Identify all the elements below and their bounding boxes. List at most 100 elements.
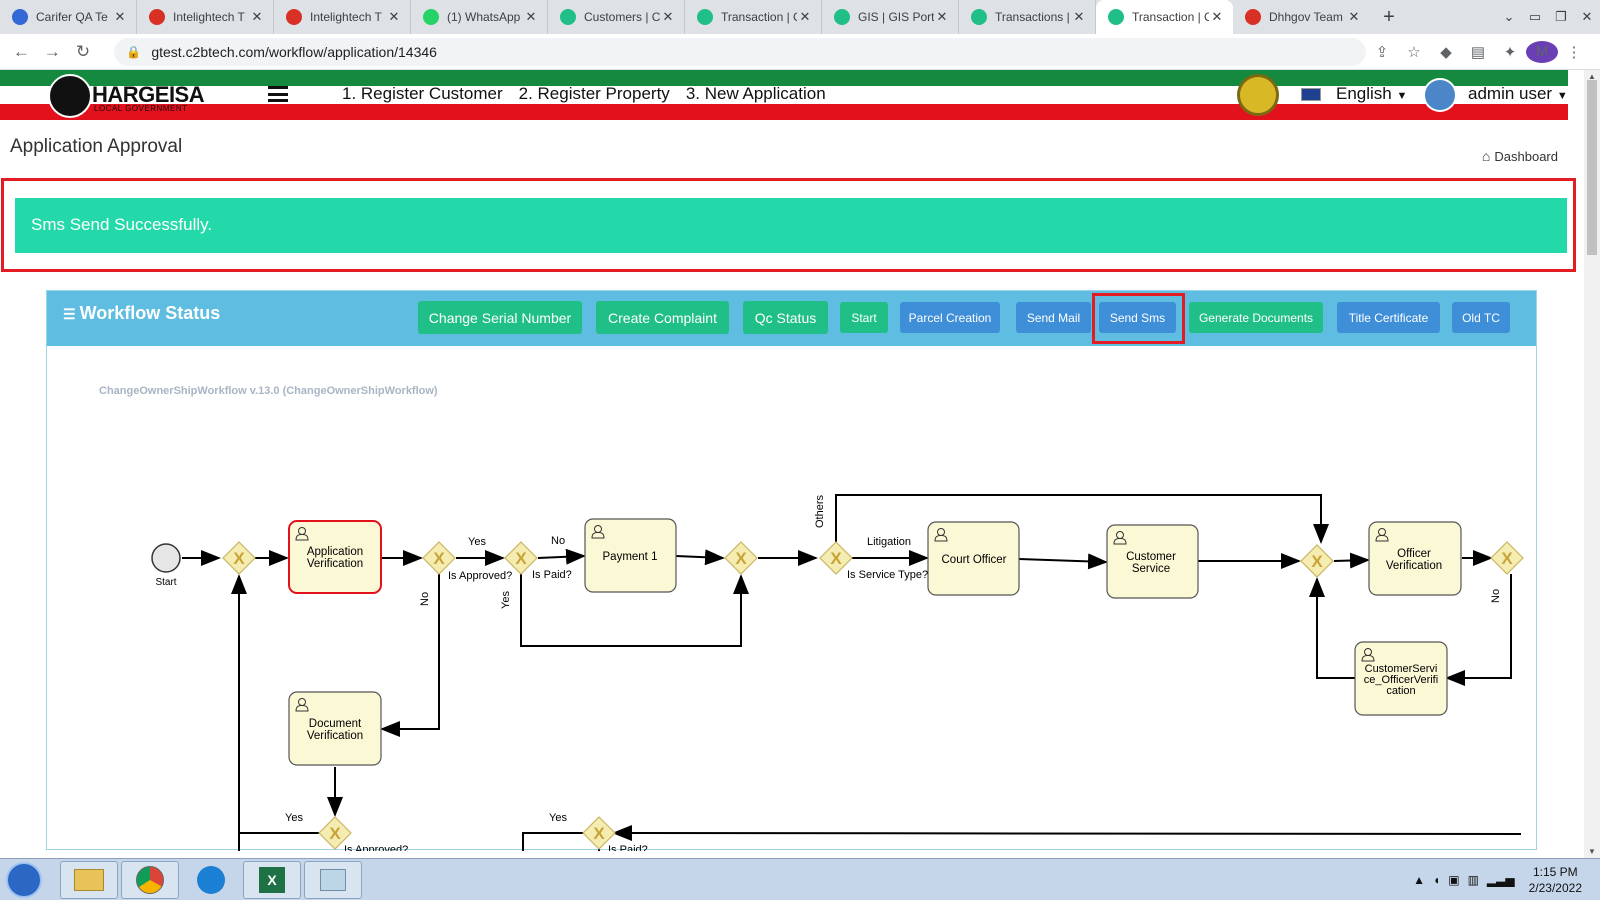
parcel-creation-button[interactable]: Parcel Creation: [900, 302, 1000, 333]
change-serial-number-button[interactable]: Change Serial Number: [418, 301, 582, 334]
edge-icon[interactable]: [182, 861, 240, 899]
file-explorer-icon[interactable]: [60, 861, 118, 899]
browser-tab[interactable]: Intelightech T ✕: [274, 0, 411, 34]
government-emblem: [1237, 74, 1279, 116]
breadcrumb-dashboard[interactable]: Dashboard: [1494, 149, 1558, 164]
exclusive-gateway[interactable]: [1300, 544, 1334, 578]
browser-tab[interactable]: Transactions |✕: [959, 0, 1096, 34]
flow-label-litigation: Litigation: [867, 536, 911, 548]
system-clock[interactable]: 1:15 PM 2/23/2022: [1529, 864, 1582, 896]
reload-icon[interactable]: ↻: [75, 41, 91, 61]
back-icon[interactable]: ←: [12, 41, 30, 61]
browser-tab[interactable]: Dhhgov Team✕: [1233, 0, 1370, 34]
lock-icon: 🔒: [126, 44, 142, 59]
browser-tab[interactable]: Customers | C✕: [548, 0, 685, 34]
qc-status-button[interactable]: Qc Status: [743, 301, 828, 334]
gateway-label-is-paid: Is Paid?: [608, 844, 648, 851]
url-field[interactable]: 🔒 gtest.c2btech.com/workflow/application…: [114, 37, 1366, 66]
close-window-icon[interactable]: ✕: [1581, 9, 1593, 24]
tab-title: Transaction | C: [1132, 10, 1209, 24]
device-icon[interactable]: ▣: [1448, 873, 1460, 887]
scroll-down-icon[interactable]: ▼: [1588, 847, 1596, 856]
task-application-verification[interactable]: Application Verification: [288, 520, 382, 594]
windows-start-icon[interactable]: [6, 862, 42, 898]
close-tab-icon[interactable]: ✕: [936, 9, 948, 24]
breadcrumb[interactable]: ⌂Dashboard: [1482, 148, 1558, 164]
nav-new-application[interactable]: 3. New Application: [685, 84, 826, 103]
task-court-officer[interactable]: Court Officer: [927, 521, 1020, 596]
start-button[interactable]: Start: [840, 302, 888, 333]
task-document-verification[interactable]: Document Verification: [288, 691, 382, 766]
extension-icon[interactable]: ◆: [1440, 43, 1452, 61]
notepad-icon[interactable]: [304, 861, 362, 899]
user-avatar[interactable]: [1423, 78, 1457, 112]
browser-tab-active[interactable]: Transaction | C✕: [1096, 0, 1233, 34]
hamburger-menu-icon[interactable]: [268, 86, 288, 102]
browser-tab[interactable]: GIS | GIS Port✕: [822, 0, 959, 34]
close-tab-icon[interactable]: ✕: [1348, 9, 1360, 24]
dhhgov-icon: [1245, 9, 1261, 25]
nav-register-customer[interactable]: 1. Register Customer: [342, 84, 503, 103]
start-event[interactable]: [151, 543, 181, 573]
tray-expand-icon[interactable]: ▲: [1413, 873, 1425, 887]
close-tab-icon[interactable]: ✕: [799, 9, 811, 24]
close-tab-icon[interactable]: ✕: [525, 9, 537, 24]
hargeisa-logo[interactable]: [48, 74, 92, 118]
task-label: Verification: [1386, 560, 1442, 572]
close-tab-icon[interactable]: ✕: [1073, 9, 1085, 24]
chrome-icon[interactable]: [121, 861, 179, 899]
star-icon[interactable]: ☆: [1407, 43, 1421, 61]
close-tab-icon[interactable]: ✕: [662, 9, 674, 24]
profile-avatar[interactable]: M: [1526, 40, 1558, 63]
clipboard-icon[interactable]: ▤: [1470, 43, 1486, 61]
task-officer-verification[interactable]: Officer Verification: [1368, 521, 1462, 596]
exclusive-gateway[interactable]: [222, 541, 256, 575]
task-label: Court Officer: [942, 554, 1007, 566]
forward-icon[interactable]: →: [43, 41, 61, 61]
close-tab-icon[interactable]: ✕: [388, 9, 400, 24]
signal-icon[interactable]: ▂▃▅: [1486, 873, 1515, 887]
tab-search-icon[interactable]: ⌄: [1503, 9, 1515, 24]
restore-icon[interactable]: ❐: [1555, 9, 1567, 24]
tab-title: Intelightech T: [310, 10, 382, 24]
language-label: English: [1336, 84, 1392, 103]
network-error-icon[interactable]: ▥: [1467, 873, 1479, 887]
user-dropdown[interactable]: admin user ▼: [1468, 84, 1568, 104]
minimize-icon[interactable]: ▭: [1528, 9, 1542, 24]
share-icon[interactable]: ⇪: [1375, 43, 1389, 61]
create-complaint-button[interactable]: Create Complaint: [596, 301, 729, 334]
logo-text: HARGEISA: [92, 82, 205, 107]
close-tab-icon[interactable]: ✕: [251, 9, 263, 24]
task-label: Service: [1132, 563, 1170, 575]
browser-tab[interactable]: (1) WhatsApp✕: [411, 0, 548, 34]
address-bar: ← → ↻ 🔒 gtest.c2btech.com/workflow/appli…: [0, 34, 1600, 70]
title-certificate-button[interactable]: Title Certificate: [1337, 302, 1440, 333]
browser-tab[interactable]: Carifer QA Te✕: [0, 0, 137, 34]
exclusive-gateway[interactable]: [1490, 541, 1524, 575]
generate-documents-button[interactable]: Generate Documents: [1189, 302, 1323, 333]
send-sms-button[interactable]: Send Sms: [1099, 302, 1176, 333]
page-scrollbar[interactable]: ▲ ▼: [1584, 70, 1600, 858]
old-tc-button[interactable]: Old TC: [1452, 302, 1510, 333]
language-dropdown[interactable]: English ▼: [1336, 84, 1407, 104]
browser-tab[interactable]: Transaction | C✕: [685, 0, 822, 34]
close-tab-icon[interactable]: ✕: [1211, 9, 1223, 24]
browser-tab[interactable]: Intelightech T✕: [137, 0, 274, 34]
excel-icon[interactable]: X: [243, 861, 301, 899]
nav-register-property[interactable]: 2. Register Property: [518, 84, 670, 103]
task-customer-service[interactable]: Customer Service: [1106, 524, 1199, 599]
task-payment[interactable]: Payment 1: [584, 518, 677, 593]
exclusive-gateway[interactable]: [724, 541, 758, 575]
scroll-up-icon[interactable]: ▲: [1588, 72, 1596, 81]
volume-muted-icon[interactable]: ◖: [1432, 873, 1441, 887]
app-header: HARGEISA LOCAL GOVERNMENT 1. Register Cu…: [0, 70, 1568, 120]
scrollbar-thumb[interactable]: [1587, 80, 1597, 255]
send-mail-button[interactable]: Send Mail: [1016, 302, 1091, 333]
new-tab-button[interactable]: +: [1383, 5, 1395, 28]
puzzle-icon[interactable]: ✦: [1503, 43, 1517, 61]
page-title: Application Approval: [10, 136, 183, 157]
close-tab-icon[interactable]: ✕: [114, 9, 126, 24]
task-customerservice-officer-verification[interactable]: CustomerServi ce_OfficerVerifi cation: [1354, 641, 1448, 716]
tab-title: Customers | C: [584, 10, 660, 24]
menu-icon[interactable]: ⋮: [1566, 43, 1582, 61]
